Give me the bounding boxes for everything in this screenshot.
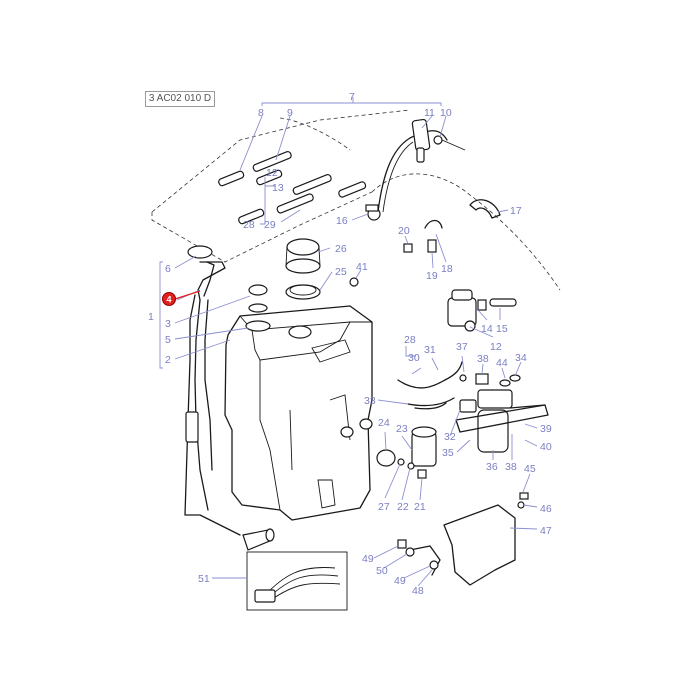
callout-23: 23 <box>396 423 408 435</box>
callout-17: 17 <box>510 205 522 217</box>
callout-14: 14 <box>481 323 493 335</box>
callout-1: 1 <box>148 311 154 323</box>
callout-27: 27 <box>378 501 390 513</box>
fuel-tank <box>224 305 373 521</box>
dashed-boundary <box>151 109 561 291</box>
fuel-line <box>377 130 448 213</box>
callout-47: 47 <box>540 525 552 537</box>
lift-pump <box>447 289 517 332</box>
fuel-sender-unit <box>184 245 275 551</box>
callout-12-bottom: 12 <box>490 341 502 353</box>
callout-41: 41 <box>356 261 368 273</box>
callout-32: 32 <box>444 431 456 443</box>
callout-33: 33 <box>364 395 376 407</box>
callout-51: 51 <box>198 573 210 585</box>
callout-3: 3 <box>165 318 171 330</box>
callout-7: 7 <box>349 91 355 103</box>
callout-49-left: 49 <box>362 553 374 565</box>
callout-8: 8 <box>258 107 264 119</box>
heat-shield <box>443 504 516 586</box>
main-fuel-filter <box>455 389 549 453</box>
callout-49-right: 49 <box>394 575 406 587</box>
callout-39: 39 <box>540 423 552 435</box>
callout-5: 5 <box>165 334 171 346</box>
callout-44: 44 <box>496 357 508 369</box>
callout-34: 34 <box>515 352 527 364</box>
leader-lines <box>174 115 538 587</box>
bolts-45-46 <box>517 492 529 509</box>
callout-48: 48 <box>412 585 424 597</box>
callout-37: 37 <box>456 341 468 353</box>
callout-11: 11 <box>424 107 435 119</box>
group-bracket-7 <box>261 97 442 106</box>
callout-19: 19 <box>426 270 438 282</box>
callout-31: 31 <box>424 344 436 356</box>
injector-part <box>411 118 466 163</box>
bolts-19-20 <box>403 239 437 253</box>
callout-50: 50 <box>376 565 388 577</box>
filler-cap <box>285 238 359 300</box>
callout-26: 26 <box>335 243 347 255</box>
sediment-filter <box>376 426 437 479</box>
callout-15: 15 <box>496 323 508 335</box>
callout-13: 13 <box>272 182 284 194</box>
clamp-part <box>469 199 501 219</box>
hose-segments <box>218 151 367 225</box>
callout-18: 18 <box>441 263 453 275</box>
callout-21: 21 <box>414 501 426 513</box>
callout-24: 24 <box>378 417 390 429</box>
washers-34-44 <box>499 374 521 387</box>
callout-labels: 7 8 9 11 10 12 13 28 29 16 17 20 19 18 2… <box>148 91 552 597</box>
callout-16: 16 <box>336 215 348 227</box>
callout-36: 36 <box>486 461 498 473</box>
reference-code: 3 AC02 010 D <box>145 91 215 107</box>
callout-38-bottom: 38 <box>505 461 517 473</box>
bracket-48-50 <box>397 539 441 576</box>
callout-40: 40 <box>540 441 552 453</box>
callout-30: 30 <box>408 352 420 364</box>
highlighted-part-marker[interactable]: 4 <box>162 290 201 306</box>
group-bracket-1 <box>159 261 163 369</box>
wiring-harness-inset <box>246 551 348 611</box>
fitting-18 <box>424 219 443 229</box>
callout-25: 25 <box>335 266 347 278</box>
callout-38-top: 38 <box>477 353 489 365</box>
callout-35: 35 <box>442 447 454 459</box>
callout-6: 6 <box>165 263 171 275</box>
callout-9: 9 <box>287 107 293 119</box>
callout-20: 20 <box>398 225 410 237</box>
callout-28-top: 28 <box>243 219 255 231</box>
callout-46: 46 <box>540 503 552 515</box>
callout-29: 29 <box>264 219 276 231</box>
banjo-fitting <box>365 204 381 221</box>
callout-12-top: 12 <box>266 167 278 179</box>
callout-label-4-highlighted: 4 <box>166 295 171 305</box>
callout-28-bottom: 28 <box>404 334 416 346</box>
callout-2: 2 <box>165 354 171 366</box>
callout-22: 22 <box>397 501 409 513</box>
callout-45: 45 <box>524 463 536 475</box>
fuel-pipes <box>397 361 489 410</box>
callout-10: 10 <box>440 107 452 119</box>
